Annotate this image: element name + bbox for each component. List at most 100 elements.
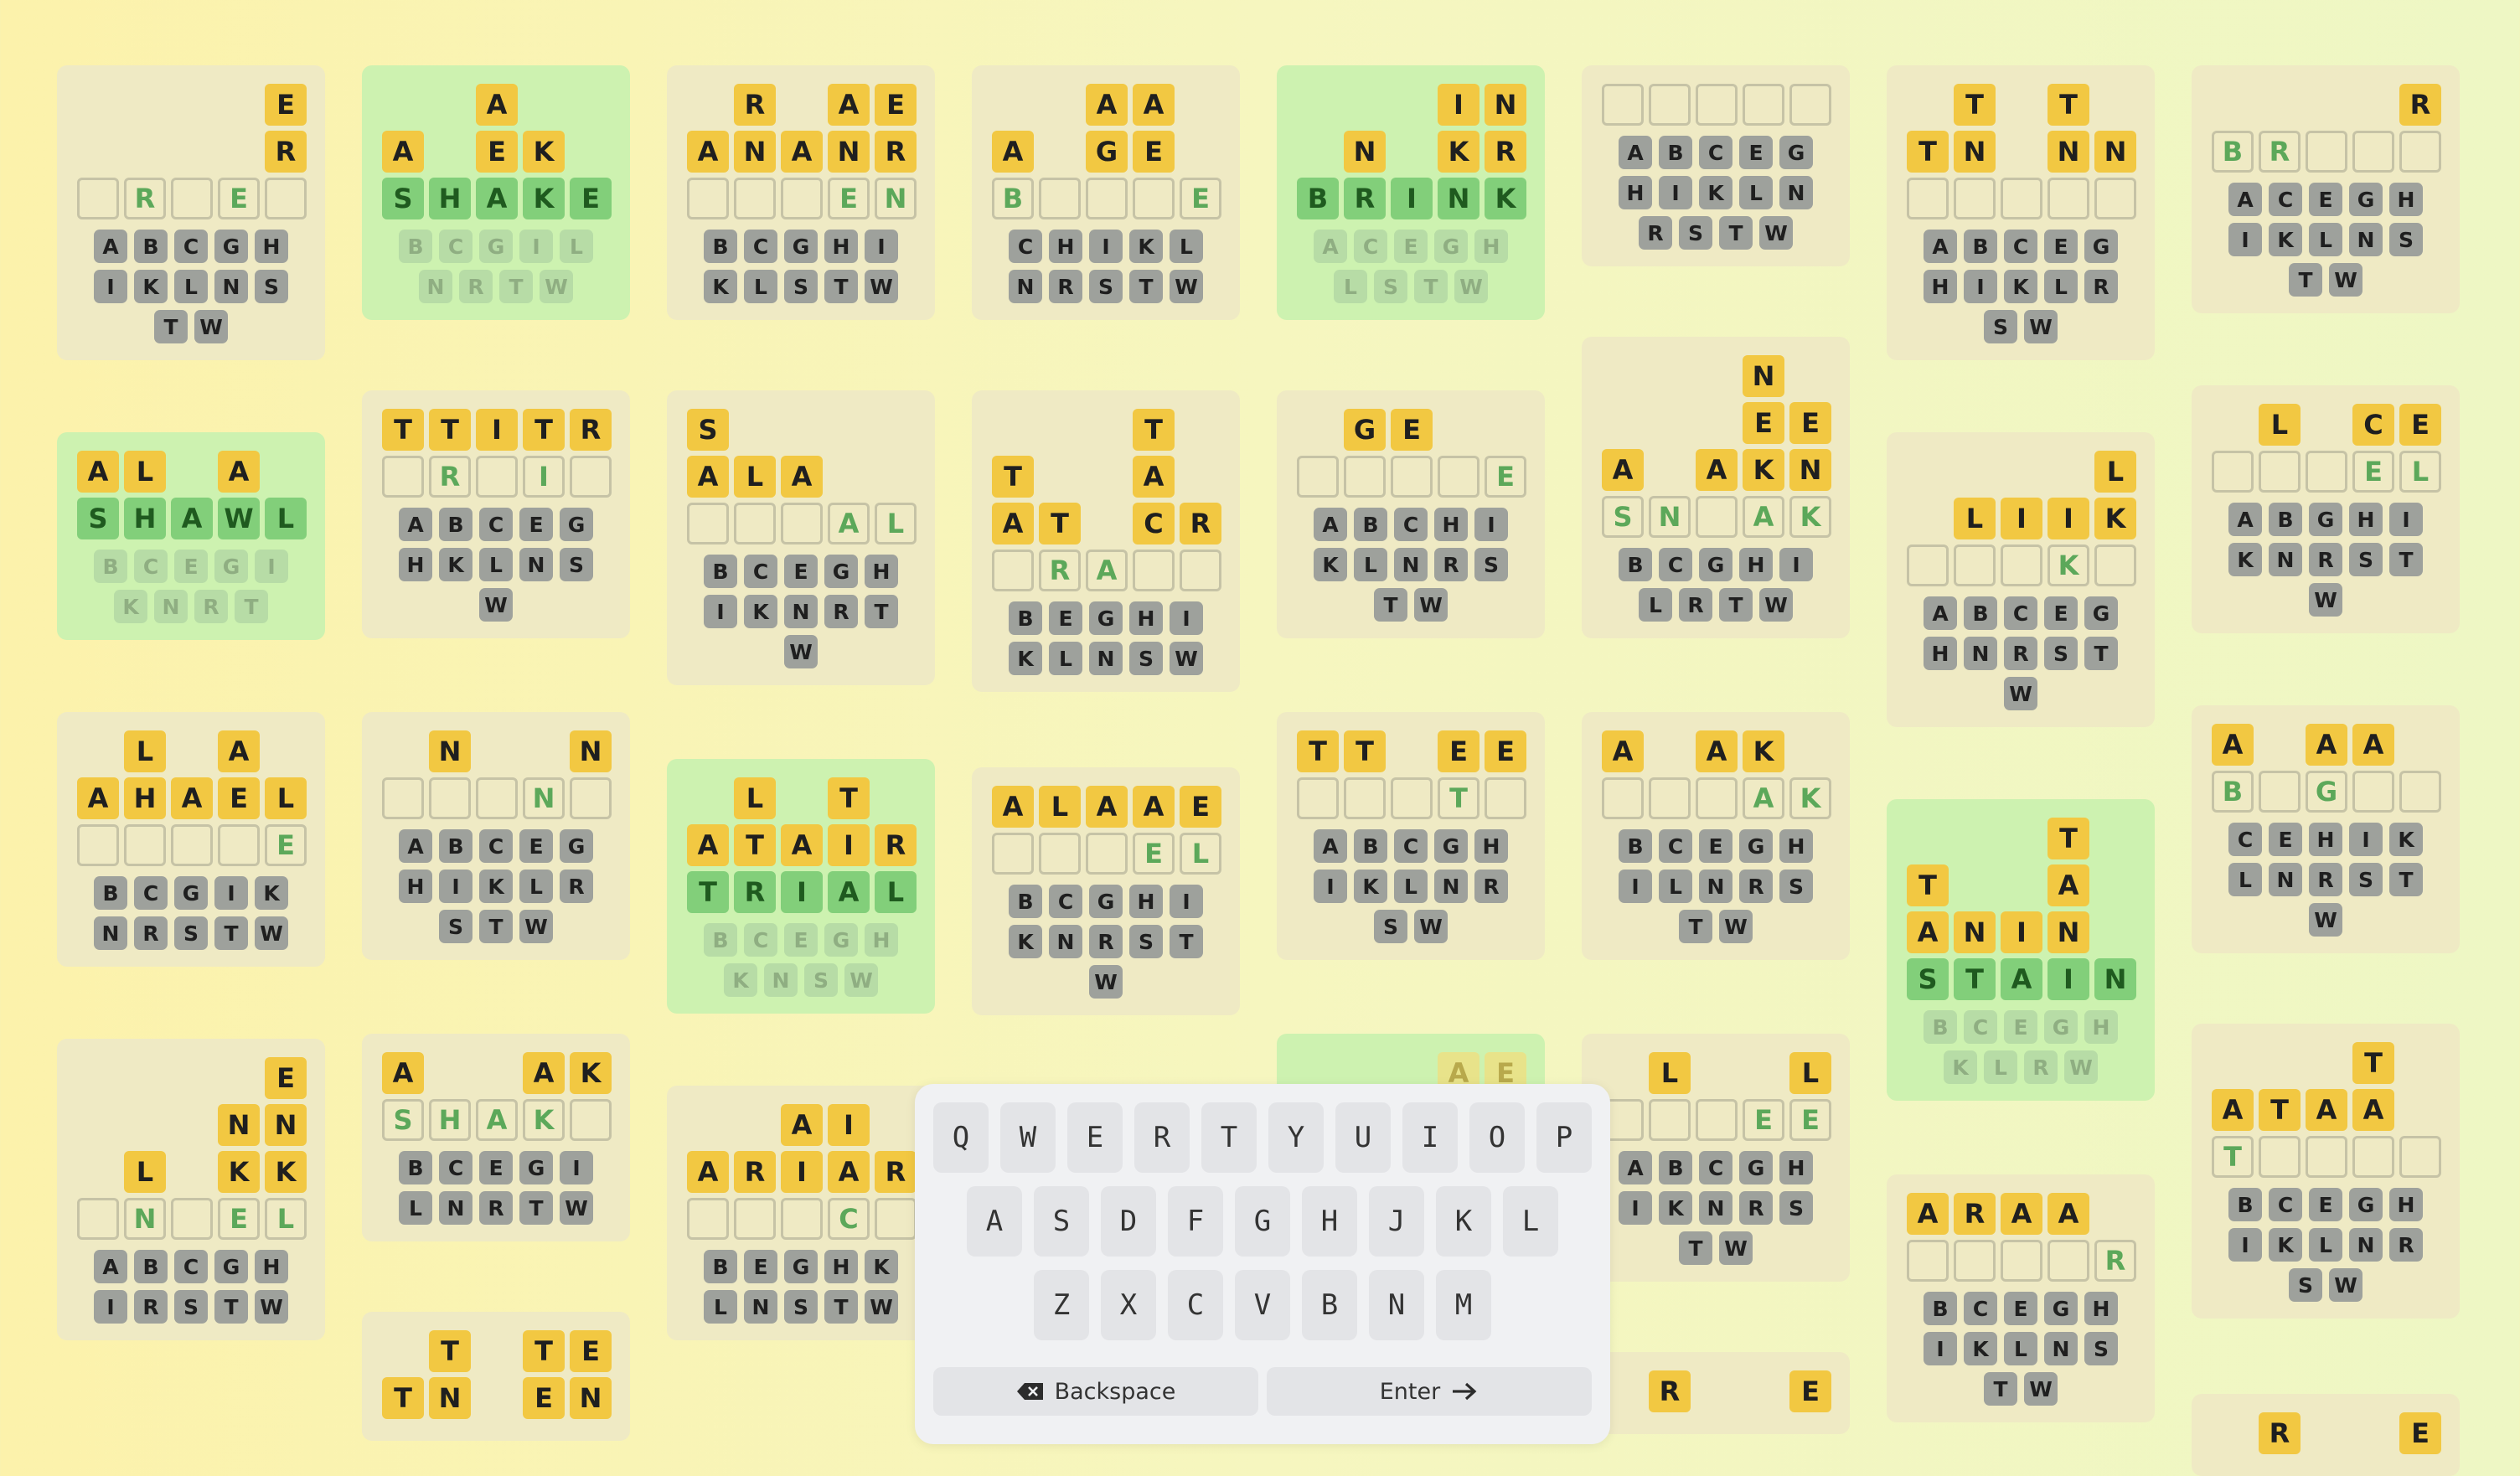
letter-tile: N bbox=[124, 1198, 166, 1240]
remaining-letter: W bbox=[2004, 677, 2037, 710]
empty-tile bbox=[1954, 178, 1996, 219]
key-j[interactable]: J bbox=[1369, 1186, 1424, 1257]
key-m[interactable]: M bbox=[1436, 1270, 1491, 1340]
letter-tile: N bbox=[1649, 496, 1691, 538]
key-w[interactable]: W bbox=[1000, 1102, 1056, 1173]
empty-tile bbox=[1743, 84, 1784, 126]
key-x[interactable]: X bbox=[1101, 1270, 1156, 1340]
key-t[interactable]: T bbox=[1201, 1102, 1257, 1173]
key-p[interactable]: P bbox=[1536, 1102, 1592, 1173]
key-g[interactable]: G bbox=[1235, 1186, 1290, 1257]
key-n[interactable]: N bbox=[1369, 1270, 1424, 1340]
letter-tile: A bbox=[1602, 730, 1644, 772]
key-f[interactable]: F bbox=[1168, 1186, 1223, 1257]
letter-tile: R bbox=[1649, 1370, 1691, 1412]
remaining-letter: B bbox=[2269, 503, 2302, 536]
remaining-letter: W bbox=[2064, 1050, 2098, 1084]
empty-tile bbox=[2048, 178, 2089, 219]
remaining-letter: L bbox=[399, 1191, 432, 1225]
remaining-letter: W bbox=[560, 1191, 593, 1225]
letter-tile: T bbox=[1344, 730, 1386, 772]
key-u[interactable]: U bbox=[1335, 1102, 1391, 1173]
key-b[interactable]: B bbox=[1302, 1270, 1357, 1340]
remaining-letter: A bbox=[1314, 230, 1347, 263]
remaining-letter: T bbox=[865, 595, 898, 628]
key-l[interactable]: L bbox=[1503, 1186, 1558, 1257]
remaining-letter: T bbox=[2084, 637, 2118, 670]
letter-tile: T bbox=[523, 409, 565, 451]
key-i[interactable]: I bbox=[1402, 1102, 1458, 1173]
remaining-letter: B bbox=[1009, 885, 1042, 918]
key-e[interactable]: E bbox=[1067, 1102, 1123, 1173]
remaining-letter: K bbox=[2269, 1228, 2302, 1262]
remaining-letter: H bbox=[2389, 1188, 2423, 1221]
remaining-letter: N bbox=[2044, 1332, 2078, 1365]
key-y[interactable]: Y bbox=[1268, 1102, 1324, 1173]
remaining-letter: A bbox=[1619, 1151, 1652, 1184]
letter-tile: E bbox=[570, 1330, 612, 1372]
key-d[interactable]: D bbox=[1101, 1186, 1156, 1257]
empty-tile bbox=[570, 456, 612, 498]
letter-tile: N bbox=[429, 730, 471, 772]
remaining-letter: K bbox=[2389, 823, 2423, 856]
remaining-letter: L bbox=[2228, 863, 2262, 896]
remaining-letters-row: W bbox=[362, 588, 630, 622]
letter-tile: K bbox=[2048, 544, 2089, 586]
letter-tile: T bbox=[429, 409, 471, 451]
remaining-letter: G bbox=[1089, 601, 1123, 635]
letter-tile: E bbox=[1485, 730, 1526, 772]
remaining-letter: C bbox=[1659, 548, 1692, 581]
remaining-letter: I bbox=[1170, 885, 1203, 918]
remaining-letter: A bbox=[1619, 136, 1652, 169]
remaining-letter: T bbox=[154, 310, 188, 343]
remaining-letter: C bbox=[1699, 136, 1732, 169]
letter-tile: A bbox=[1086, 84, 1128, 126]
remaining-letter: S bbox=[1679, 216, 1712, 250]
enter-button[interactable]: Enter bbox=[1267, 1367, 1592, 1416]
letter-tile: T bbox=[1954, 958, 1996, 1000]
remaining-letter: W bbox=[1719, 1231, 1753, 1265]
remaining-letter: C bbox=[439, 230, 472, 263]
remaining-letter: T bbox=[1129, 270, 1163, 303]
remaining-letter: I bbox=[255, 550, 288, 583]
letter-tile: R bbox=[2094, 1240, 2136, 1282]
key-v[interactable]: V bbox=[1235, 1270, 1290, 1340]
remaining-letter: S bbox=[784, 270, 818, 303]
key-k[interactable]: K bbox=[1436, 1186, 1491, 1257]
remaining-letter: W bbox=[2309, 903, 2342, 937]
remaining-letter: N bbox=[2349, 223, 2383, 256]
letter-tile: E bbox=[265, 824, 307, 866]
backspace-button[interactable]: Backspace bbox=[933, 1367, 1258, 1416]
key-c[interactable]: C bbox=[1168, 1270, 1223, 1340]
empty-tile bbox=[1602, 84, 1644, 126]
remaining-letter: E bbox=[784, 923, 818, 957]
remaining-letters-row: W bbox=[2192, 903, 2460, 937]
remaining-letter: S bbox=[1129, 642, 1163, 675]
remaining-letter: W bbox=[865, 270, 898, 303]
key-z[interactable]: Z bbox=[1034, 1270, 1089, 1340]
key-a[interactable]: A bbox=[967, 1186, 1022, 1257]
key-s[interactable]: S bbox=[1034, 1186, 1089, 1257]
key-q[interactable]: Q bbox=[933, 1102, 989, 1173]
key-r[interactable]: R bbox=[1134, 1102, 1190, 1173]
key-o[interactable]: O bbox=[1469, 1102, 1525, 1173]
remaining-letter: B bbox=[399, 1151, 432, 1184]
key-h[interactable]: H bbox=[1302, 1186, 1357, 1257]
remaining-letter: K bbox=[1944, 1050, 1977, 1084]
remaining-letter: R bbox=[479, 1191, 513, 1225]
remaining-letter: I bbox=[439, 870, 472, 903]
